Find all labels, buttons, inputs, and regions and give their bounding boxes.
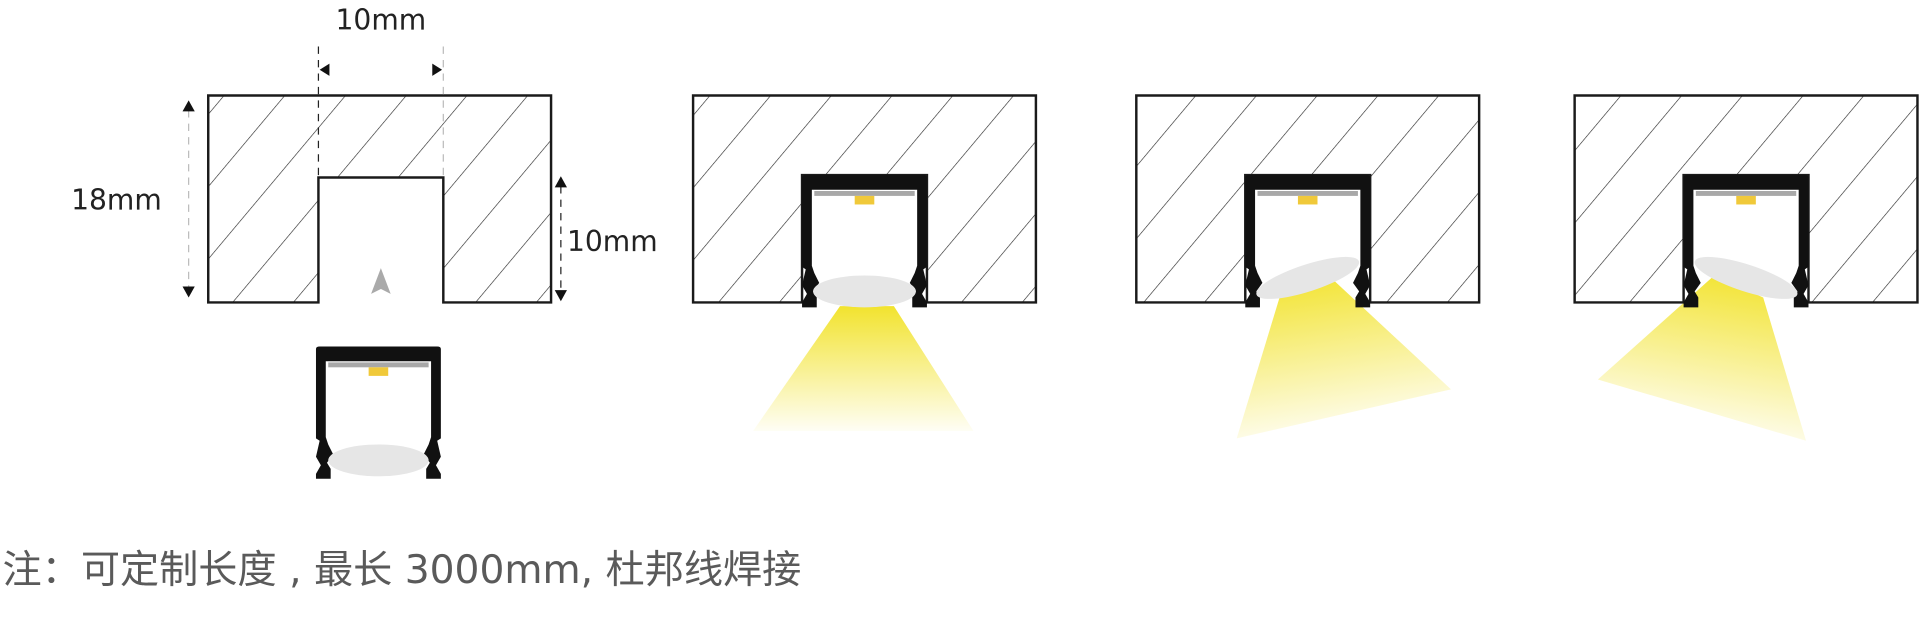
led-profile-standalone [315, 346, 441, 479]
installed-profile-tilted-left [1573, 94, 1919, 441]
installed-profile-straight [691, 94, 1038, 431]
groove-dimension-drawing: 10mm 18mm 10mm [71, 3, 658, 304]
note-text: 注：可定制长度 , 最长 3000mm, 杜邦线焊接 [3, 548, 802, 593]
arrow-right-icon [432, 63, 443, 76]
arrow-left-icon [319, 63, 330, 76]
installed-profile-tilted-right [1135, 94, 1481, 439]
height-label: 18mm [71, 183, 162, 216]
depth-label: 10mm [567, 225, 658, 258]
width-label: 10mm [336, 3, 427, 36]
insert-arrow-icon [371, 268, 391, 294]
